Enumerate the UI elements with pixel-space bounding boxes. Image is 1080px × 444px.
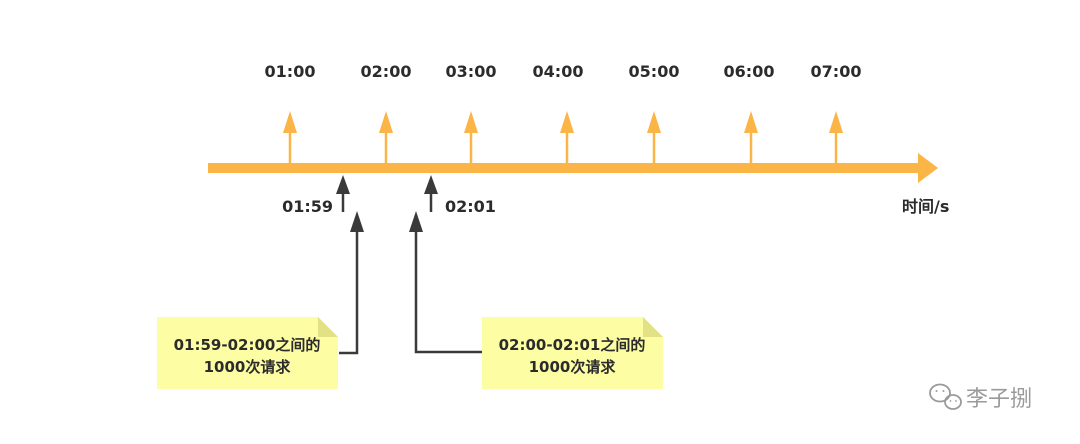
note-text-line2: 1000次请求 bbox=[204, 358, 292, 376]
hour-tick-arrowhead bbox=[829, 111, 843, 133]
hour-tick-arrowhead bbox=[744, 111, 758, 133]
note-body bbox=[157, 317, 338, 389]
hour-tick-arrowhead bbox=[379, 111, 393, 133]
hour-tick-label: 07:00 bbox=[811, 62, 862, 81]
request-marker-arrowhead bbox=[336, 175, 350, 194]
note-connector-right bbox=[409, 211, 482, 354]
hour-tick-arrowhead bbox=[647, 111, 661, 133]
connector-arrowhead bbox=[409, 211, 423, 232]
hour-tick-label: 06:00 bbox=[724, 62, 775, 81]
note-connector-left bbox=[339, 211, 364, 355]
note-left: 01:59-02:00之间的 1000次请求 bbox=[157, 317, 338, 389]
hour-tick-label: 02:00 bbox=[361, 62, 412, 81]
hour-tick: 07:00 bbox=[811, 62, 862, 163]
hour-tick: 03:00 bbox=[446, 62, 497, 163]
connector-arrowhead bbox=[350, 211, 364, 232]
note-right: 02:00-02:01之间的 1000次请求 bbox=[482, 317, 663, 389]
hour-tick-label: 04:00 bbox=[533, 62, 584, 81]
note-text-line1: 02:00-02:01之间的 bbox=[499, 336, 646, 354]
hour-tick: 06:00 bbox=[724, 62, 775, 163]
watermark-text: 李子捌 bbox=[966, 387, 1032, 412]
hour-tick-arrowhead bbox=[560, 111, 574, 133]
request-marker-label: 01:59 bbox=[282, 197, 333, 216]
hour-tick: 02:00 bbox=[361, 62, 412, 163]
request-marker-0159: 01:59 bbox=[282, 175, 350, 216]
hour-tick: 05:00 bbox=[629, 62, 680, 163]
connector-line bbox=[339, 228, 359, 355]
note-text-line1: 01:59-02:00之间的 bbox=[174, 336, 321, 354]
hour-tick-label: 05:00 bbox=[629, 62, 680, 81]
hour-tick-arrowhead bbox=[283, 111, 297, 133]
note-fold bbox=[643, 317, 663, 337]
axis-unit-label: 时间/s bbox=[902, 197, 949, 216]
time-axis-arrowhead bbox=[918, 153, 938, 183]
hour-tick-label: 01:00 bbox=[265, 62, 316, 81]
note-fold bbox=[318, 317, 338, 337]
request-marker-arrowhead bbox=[424, 175, 438, 194]
time-axis-line bbox=[208, 163, 924, 173]
wechat-icon bbox=[929, 383, 962, 410]
request-marker-label: 02:01 bbox=[445, 197, 496, 216]
connector-line bbox=[414, 228, 482, 354]
watermark: 李子捌 bbox=[929, 383, 1032, 412]
request-marker-0201: 02:01 bbox=[424, 175, 496, 216]
hour-tick-arrowhead bbox=[464, 111, 478, 133]
hour-tick-label: 03:00 bbox=[446, 62, 497, 81]
hour-ticks: 01:00 02:00 03:00 04:00 05:00 06:00 bbox=[265, 62, 862, 163]
note-body bbox=[482, 317, 663, 389]
hour-tick: 04:00 bbox=[533, 62, 584, 163]
time-axis: 时间/s bbox=[208, 153, 949, 216]
note-text-line2: 1000次请求 bbox=[529, 358, 617, 376]
hour-tick: 01:00 bbox=[265, 62, 316, 163]
